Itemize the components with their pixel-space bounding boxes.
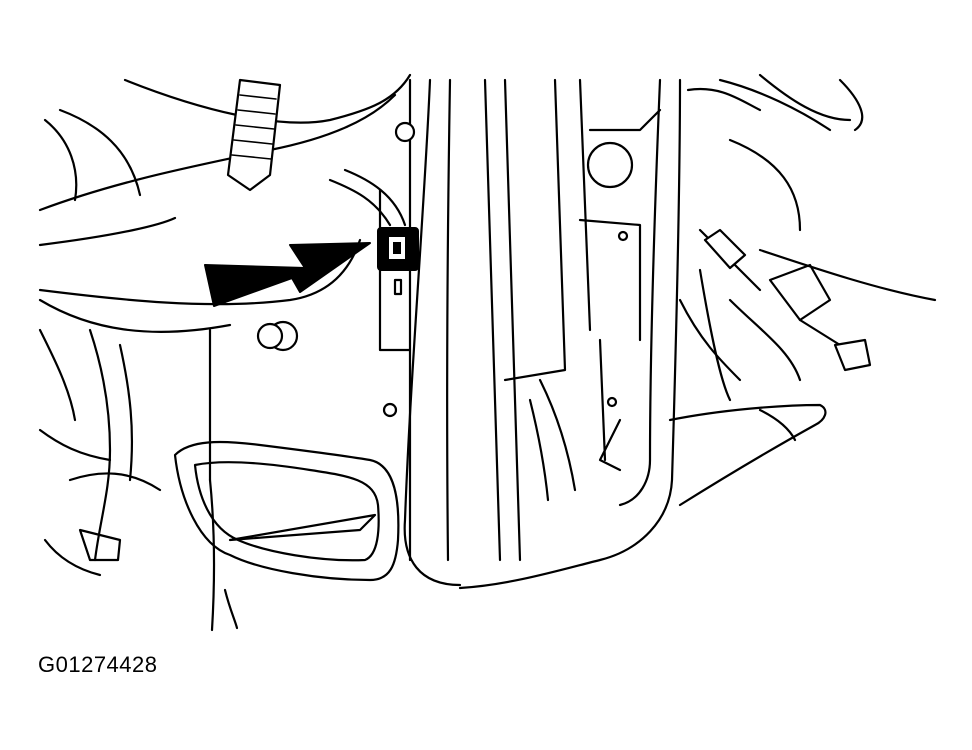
- right-assembly: [578, 73, 937, 408]
- left-hoses: [38, 108, 162, 577]
- center-bracket: [208, 78, 416, 562]
- main-frame: [403, 78, 762, 590]
- lower-handle: [173, 440, 400, 632]
- sensor-connector-icon: [328, 168, 419, 271]
- lower-right-pan: [528, 338, 827, 507]
- figure-id-label: G01274428: [38, 652, 158, 677]
- ribbed-clamp: [226, 78, 282, 192]
- arrow-icon: [204, 242, 371, 307]
